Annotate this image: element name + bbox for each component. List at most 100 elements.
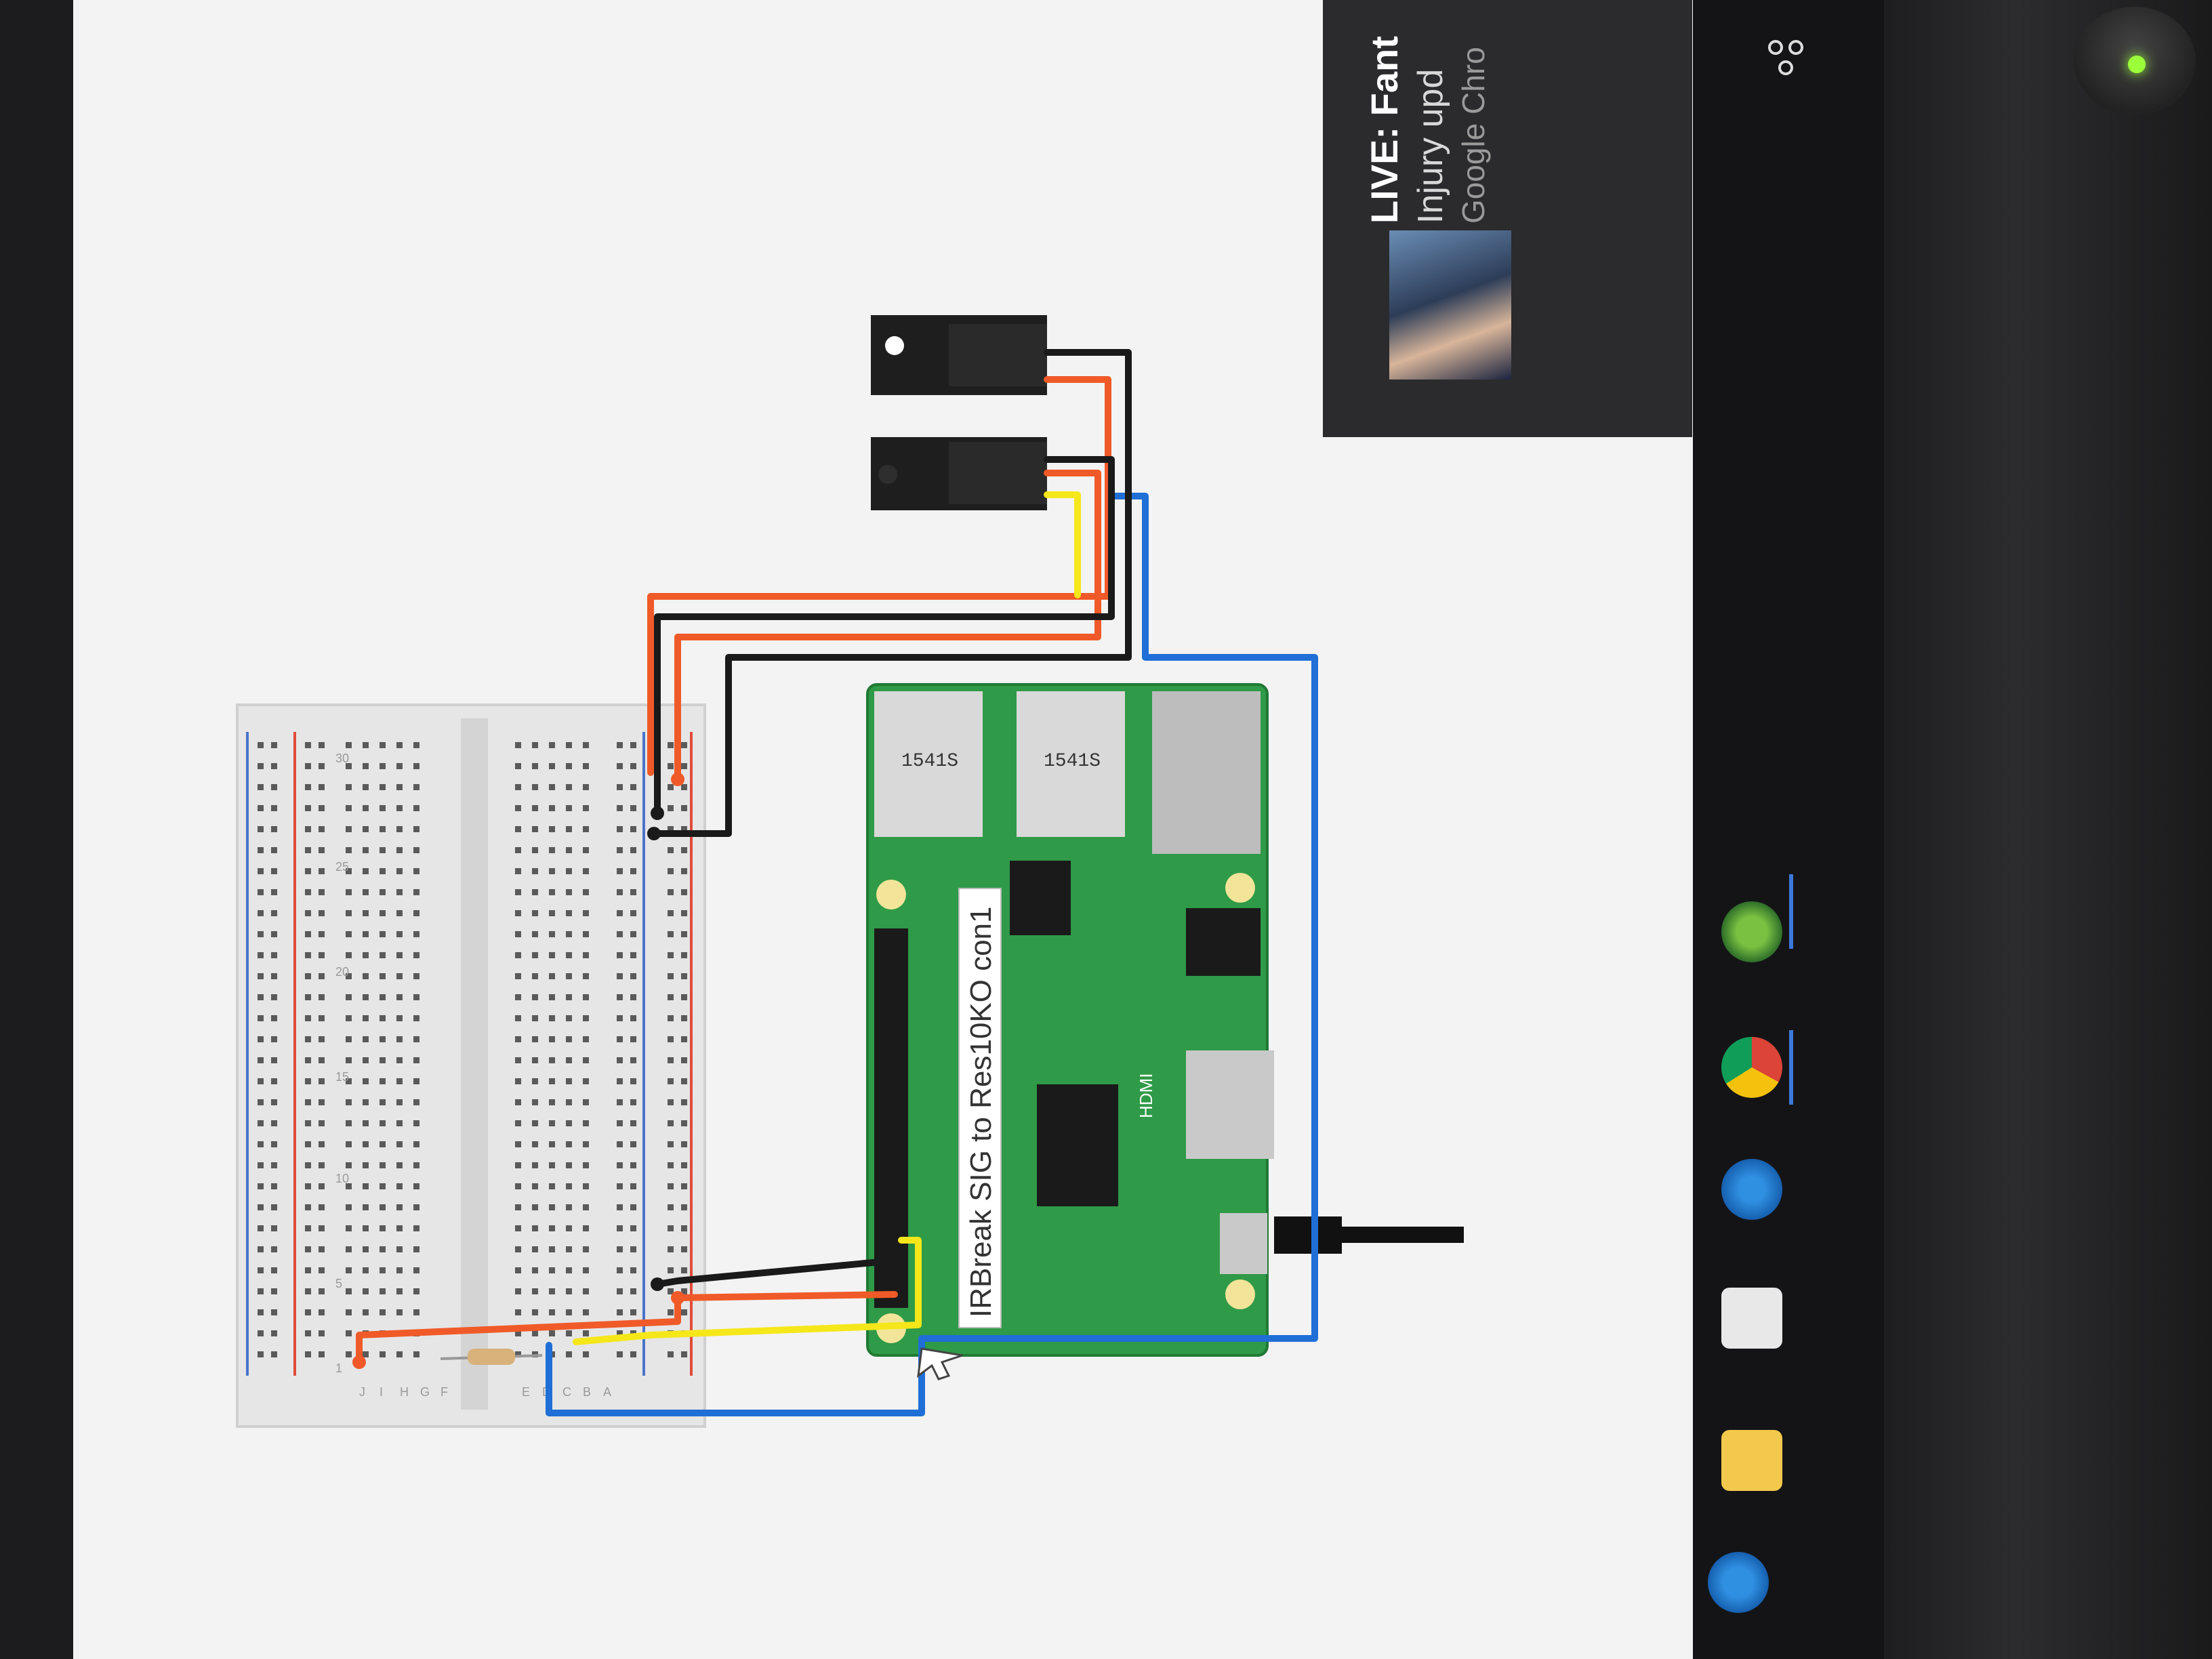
- breadboard-hole: [319, 1225, 325, 1231]
- breadboard-hole: [617, 1078, 623, 1084]
- breadboard-hole: [617, 1330, 623, 1336]
- breadboard-hole: [515, 1141, 521, 1147]
- breadboard-hole: [566, 784, 572, 790]
- breadboard-hole: [396, 1351, 403, 1357]
- breadboard-hole: [668, 889, 674, 895]
- breadboard-hole: [258, 805, 264, 811]
- notification-avatar: [1389, 230, 1511, 380]
- breadboard-hole: [668, 868, 674, 874]
- breadboard-hole: [413, 1057, 419, 1063]
- breadboard-hole: [532, 868, 538, 874]
- breadboard-hole: [583, 1351, 589, 1357]
- ir-sensor-top[interactable]: [871, 315, 1047, 395]
- breadboard-hole: [617, 1309, 623, 1315]
- breadboard-hole: [583, 847, 589, 853]
- breadboard-hole: [319, 1078, 325, 1084]
- breadboard-hole: [305, 1036, 311, 1042]
- edge-icon[interactable]: [1708, 1552, 1769, 1613]
- breadboard-hole: [319, 1120, 325, 1126]
- breadboard-hole: [346, 1162, 352, 1168]
- file-explorer-icon[interactable]: [1721, 1430, 1782, 1491]
- breadboard-hole: [319, 1036, 325, 1042]
- breadboard-hole: [630, 868, 636, 874]
- breadboard-hole: [681, 994, 687, 1000]
- breadboard-hole: [532, 1078, 538, 1084]
- breadboard-hole: [583, 952, 589, 958]
- raspberry-pi-board[interactable]: 1541S 1541S HDMI: [866, 683, 1464, 1357]
- breadboard-hole: [617, 847, 623, 853]
- breadboard-hole: [346, 1309, 352, 1315]
- wire-red-2[interactable]: [674, 470, 1101, 783]
- breadboard-hole: [380, 1351, 386, 1357]
- breadboard-hole: [363, 1309, 369, 1315]
- breadboard-hole: [346, 1204, 352, 1210]
- breadboard-hole: [413, 952, 419, 958]
- breadboard-hole: [319, 784, 325, 790]
- breadboard-hole: [258, 1162, 264, 1168]
- breadboard[interactable]: 1 5 10 15 20 25 30 A B C D E F G H I J: [236, 703, 706, 1428]
- breadboard-hole: [396, 1225, 403, 1231]
- notification-text[interactable]: LIVE: Fant Injury upd Google Chro: [1362, 0, 1492, 224]
- wire-yellow-2[interactable]: [573, 1237, 922, 1345]
- breadboard-hole: [681, 1288, 687, 1294]
- breadboard-hole: [396, 742, 403, 748]
- breadboard-hole: [305, 1078, 311, 1084]
- breadboard-hole: [319, 1099, 325, 1105]
- breadboard-hole: [413, 1309, 419, 1315]
- breadboard-hole: [413, 931, 419, 937]
- breadboard-hole: [396, 1141, 403, 1147]
- breadboard-hole: [271, 1036, 277, 1042]
- breadboard-hole: [271, 1204, 277, 1210]
- breadboard-hole: [583, 1162, 589, 1168]
- ir-sensor-bottom[interactable]: [871, 437, 1047, 510]
- breadboard-hole: [583, 763, 589, 769]
- store-icon[interactable]: [1721, 1288, 1782, 1349]
- breadboard-hole: [271, 889, 277, 895]
- column-letter: I: [380, 1385, 383, 1399]
- breadboard-hole: [363, 868, 369, 874]
- breadboard-hole: [532, 952, 538, 958]
- breadboard-hole: [668, 1162, 674, 1168]
- breadboard-hole: [346, 1246, 352, 1252]
- breadboard-hole: [532, 742, 538, 748]
- breadboard-hole: [566, 1309, 572, 1315]
- pinpoint-icon[interactable]: [1721, 901, 1782, 962]
- breadboard-hole: [681, 784, 687, 790]
- breadboard-hole: [617, 1204, 623, 1210]
- column-letter: J: [359, 1385, 365, 1399]
- breadboard-hole: [515, 1246, 521, 1252]
- wire-yellow[interactable]: [1044, 491, 1081, 598]
- wire-black-3[interactable]: [654, 1257, 898, 1288]
- internet-explorer-icon[interactable]: [1721, 1159, 1782, 1220]
- column-letter: E: [522, 1385, 530, 1399]
- breadboard-hole: [319, 931, 325, 937]
- breadboard-hole: [258, 847, 264, 853]
- power-led: [2128, 56, 2146, 73]
- breadboard-hole: [515, 742, 521, 748]
- wire-red-3[interactable]: [356, 1291, 898, 1366]
- breadboard-hole: [380, 805, 386, 811]
- chrome-icon[interactable]: [1721, 1037, 1782, 1098]
- column-letter: H: [400, 1385, 409, 1399]
- share-icon[interactable]: [1762, 34, 1809, 81]
- wire-black-1[interactable]: [651, 349, 1132, 837]
- breadboard-hole: [319, 1351, 325, 1357]
- breadboard-hole: [305, 1057, 311, 1063]
- breadboard-hole: [396, 931, 403, 937]
- breadboard-hole: [583, 826, 589, 832]
- wire-blue[interactable]: [546, 493, 1318, 1416]
- breadboard-hole: [258, 889, 264, 895]
- breadboard-hole: [305, 1309, 311, 1315]
- breadboard-hole: [630, 1057, 636, 1063]
- breadboard-hole: [532, 1225, 538, 1231]
- breadboard-hole: [258, 973, 264, 979]
- breadboard-hole: [305, 1267, 311, 1273]
- breadboard-hole: [681, 1204, 687, 1210]
- breadboard-hole: [549, 1036, 555, 1042]
- breadboard-hole: [305, 973, 311, 979]
- breadboard-hole: [396, 973, 403, 979]
- wire-black-2[interactable]: [654, 456, 1115, 817]
- breadboard-hole: [566, 910, 572, 916]
- resistor-10k[interactable]: [440, 1349, 543, 1365]
- breadboard-hole: [583, 1309, 589, 1315]
